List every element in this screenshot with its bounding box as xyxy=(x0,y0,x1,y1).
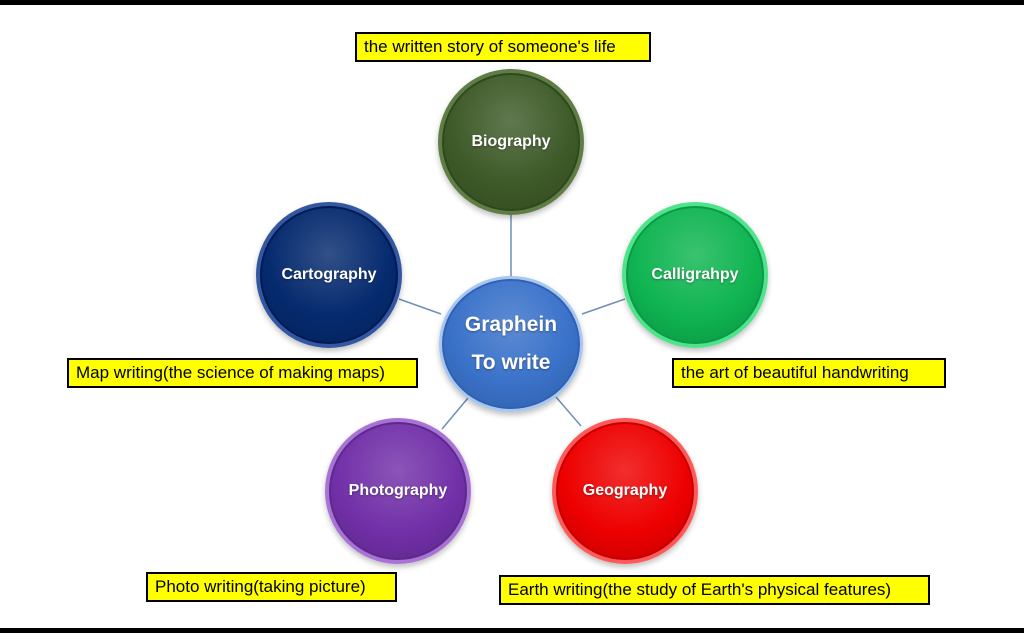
node-biography: Biography xyxy=(438,69,584,215)
callout-photography: Photo writing(taking picture) xyxy=(146,572,397,602)
connector-photography xyxy=(441,397,469,430)
node-photography: Photography xyxy=(325,418,471,564)
callout-cartography: Map writing(the science of making maps) xyxy=(67,358,418,388)
node-photography-label: Photography xyxy=(348,482,448,499)
center-node-line1: Graphein xyxy=(464,313,558,336)
node-calligraphy: Calligrahpy xyxy=(622,202,768,348)
node-cartography-label: Cartography xyxy=(281,266,377,283)
callout-calligraphy: the art of beautiful handwriting xyxy=(672,358,946,388)
node-biography-label: Biography xyxy=(471,133,551,150)
center-node-graphein: Graphein To write xyxy=(439,276,583,412)
node-geography: Geography xyxy=(552,418,698,564)
center-node-line2: To write xyxy=(471,351,551,374)
bottom-border xyxy=(0,628,1024,633)
callout-geography: Earth writing(the study of Earth's physi… xyxy=(499,575,930,605)
node-cartography: Cartography xyxy=(256,202,402,348)
node-geography-label: Geography xyxy=(582,482,668,499)
connector-cartography xyxy=(398,298,442,315)
node-calligraphy-label: Calligrahpy xyxy=(651,266,739,283)
top-border xyxy=(0,0,1024,5)
callout-biography: the written story of someone's life xyxy=(355,32,651,62)
connector-calligraphy xyxy=(581,298,626,315)
connector-geography xyxy=(555,396,582,427)
